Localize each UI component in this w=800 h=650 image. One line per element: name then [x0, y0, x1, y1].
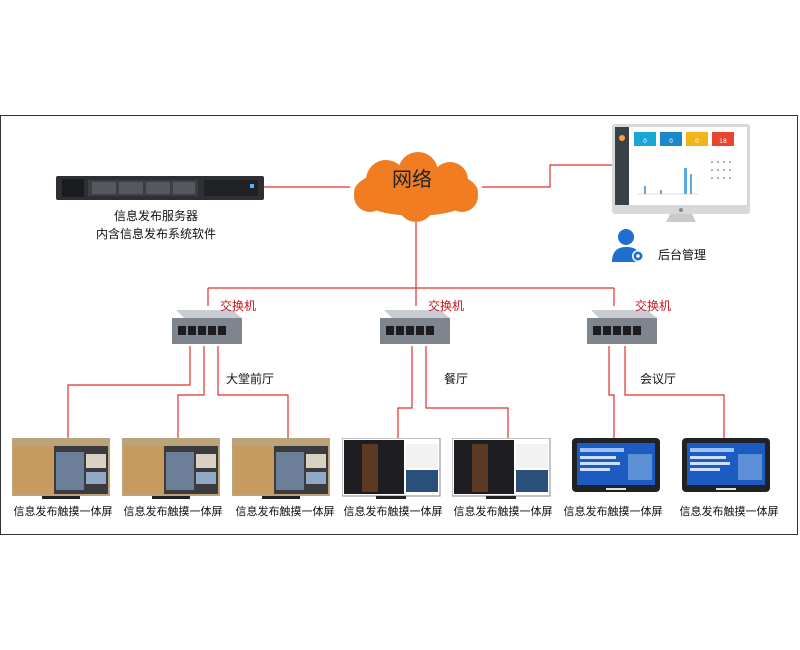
terminal-label-6: 信息发布触摸一体屏: [563, 505, 663, 518]
dash-value-2: 0: [669, 138, 673, 145]
dash-value-1: 0: [643, 138, 647, 145]
link-meet-2: [624, 346, 725, 438]
terminal-label-7: 信息发布触摸一体屏: [679, 505, 779, 518]
server-rack-icon: [56, 176, 264, 200]
switch-icon-2: [380, 310, 450, 344]
terminal-label-3: 信息发布触摸一体屏: [235, 505, 335, 518]
terminal-screen-2: [122, 438, 220, 499]
dash-value-4: 18: [719, 138, 727, 145]
link-meet-1: [608, 346, 615, 438]
link-rest-2: [425, 346, 509, 438]
terminal-screen-6: [572, 438, 660, 492]
link-lobby-2: [177, 346, 205, 438]
area-label-lobby: 大堂前厅: [226, 372, 275, 386]
terminal-screen-5: [452, 438, 551, 499]
switch-label-3: 交换机: [635, 299, 672, 313]
cloud-icon: [354, 152, 478, 222]
admin-monitor-icon: 0 0 0 18: [612, 124, 750, 222]
link-lobby-3: [217, 346, 289, 438]
admin-label: 后台管理: [658, 248, 707, 262]
terminal-label-4: 信息发布触摸一体屏: [343, 505, 443, 518]
terminal-screen-4: [342, 438, 441, 499]
terminal-screen-7: [682, 438, 770, 492]
user-gear-icon: [612, 229, 644, 262]
network-label: 网络: [392, 167, 432, 191]
dash-value-3: 0: [695, 138, 699, 145]
link-rest-1: [397, 346, 413, 438]
area-label-restaurant: 餐厅: [444, 372, 469, 386]
link-cloud-admin: [482, 164, 612, 188]
server-label-line2: 内含信息发布系统软件: [96, 227, 217, 241]
diagram-frame: [0, 115, 798, 535]
switch-icon-1: [172, 310, 242, 344]
area-label-meeting: 会议厅: [640, 372, 677, 386]
switch-icon-3: [587, 310, 657, 344]
terminal-label-1: 信息发布触摸一体屏: [13, 505, 113, 518]
terminal-label-5: 信息发布触摸一体屏: [453, 505, 553, 518]
link-lobby-1: [67, 346, 191, 438]
switch-label-1: 交换机: [220, 299, 257, 313]
terminal-label-2: 信息发布触摸一体屏: [123, 505, 223, 518]
server-label-line1: 信息发布服务器: [114, 209, 199, 223]
terminal-screen-1: [12, 438, 110, 499]
terminal-screen-3: [232, 438, 330, 499]
switch-label-2: 交换机: [428, 299, 465, 313]
